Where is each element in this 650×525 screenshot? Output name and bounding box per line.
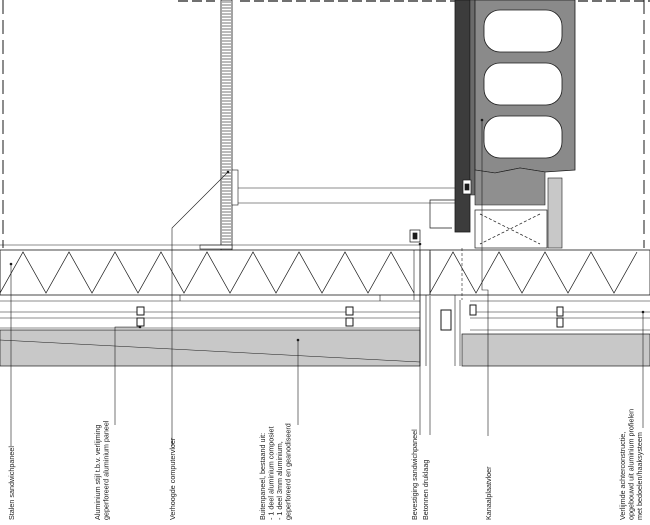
label-buitenpaneel: Buitenpaneel, bestaand uit: - 1 deel alu… [258, 423, 293, 520]
leader-dots [9, 118, 645, 342]
slab-core-void [483, 9, 563, 53]
slab-core-void [483, 62, 563, 106]
label-kanaalplaatvloer: Kanaalplaatvloer [484, 466, 493, 520]
hollow-core-slab [474, 0, 576, 249]
slab-core-void [483, 115, 563, 159]
label-aluminium-stijl: Aluminium stijl t.b.v. verlijming geperf… [93, 420, 111, 520]
dark-wall-element [454, 0, 476, 233]
label-stalen-sandwichpaneel: Stalen sandwichpaneel [7, 446, 16, 520]
label-verlijmde-achterconstructie: Verlijmde achterconstructie, opgebouwd u… [618, 407, 644, 520]
sandwich-panel [0, 244, 650, 296]
aluminium-clip-profiles [136, 304, 564, 331]
aluminium-panel-lines [0, 295, 650, 331]
label-betonnen-druklaag: Betonnen druklaag [421, 460, 430, 520]
leader-lines [10, 120, 644, 446]
floor-support-column [199, 0, 455, 251]
fixing-bracket [409, 179, 548, 249]
label-bevestiging-sandwichpaneel: Bevestiging sandwichpaneel [410, 429, 419, 520]
outer-panel [0, 329, 650, 367]
label-verhoogde-computervloer: Verhoogde computervloer [168, 437, 177, 520]
